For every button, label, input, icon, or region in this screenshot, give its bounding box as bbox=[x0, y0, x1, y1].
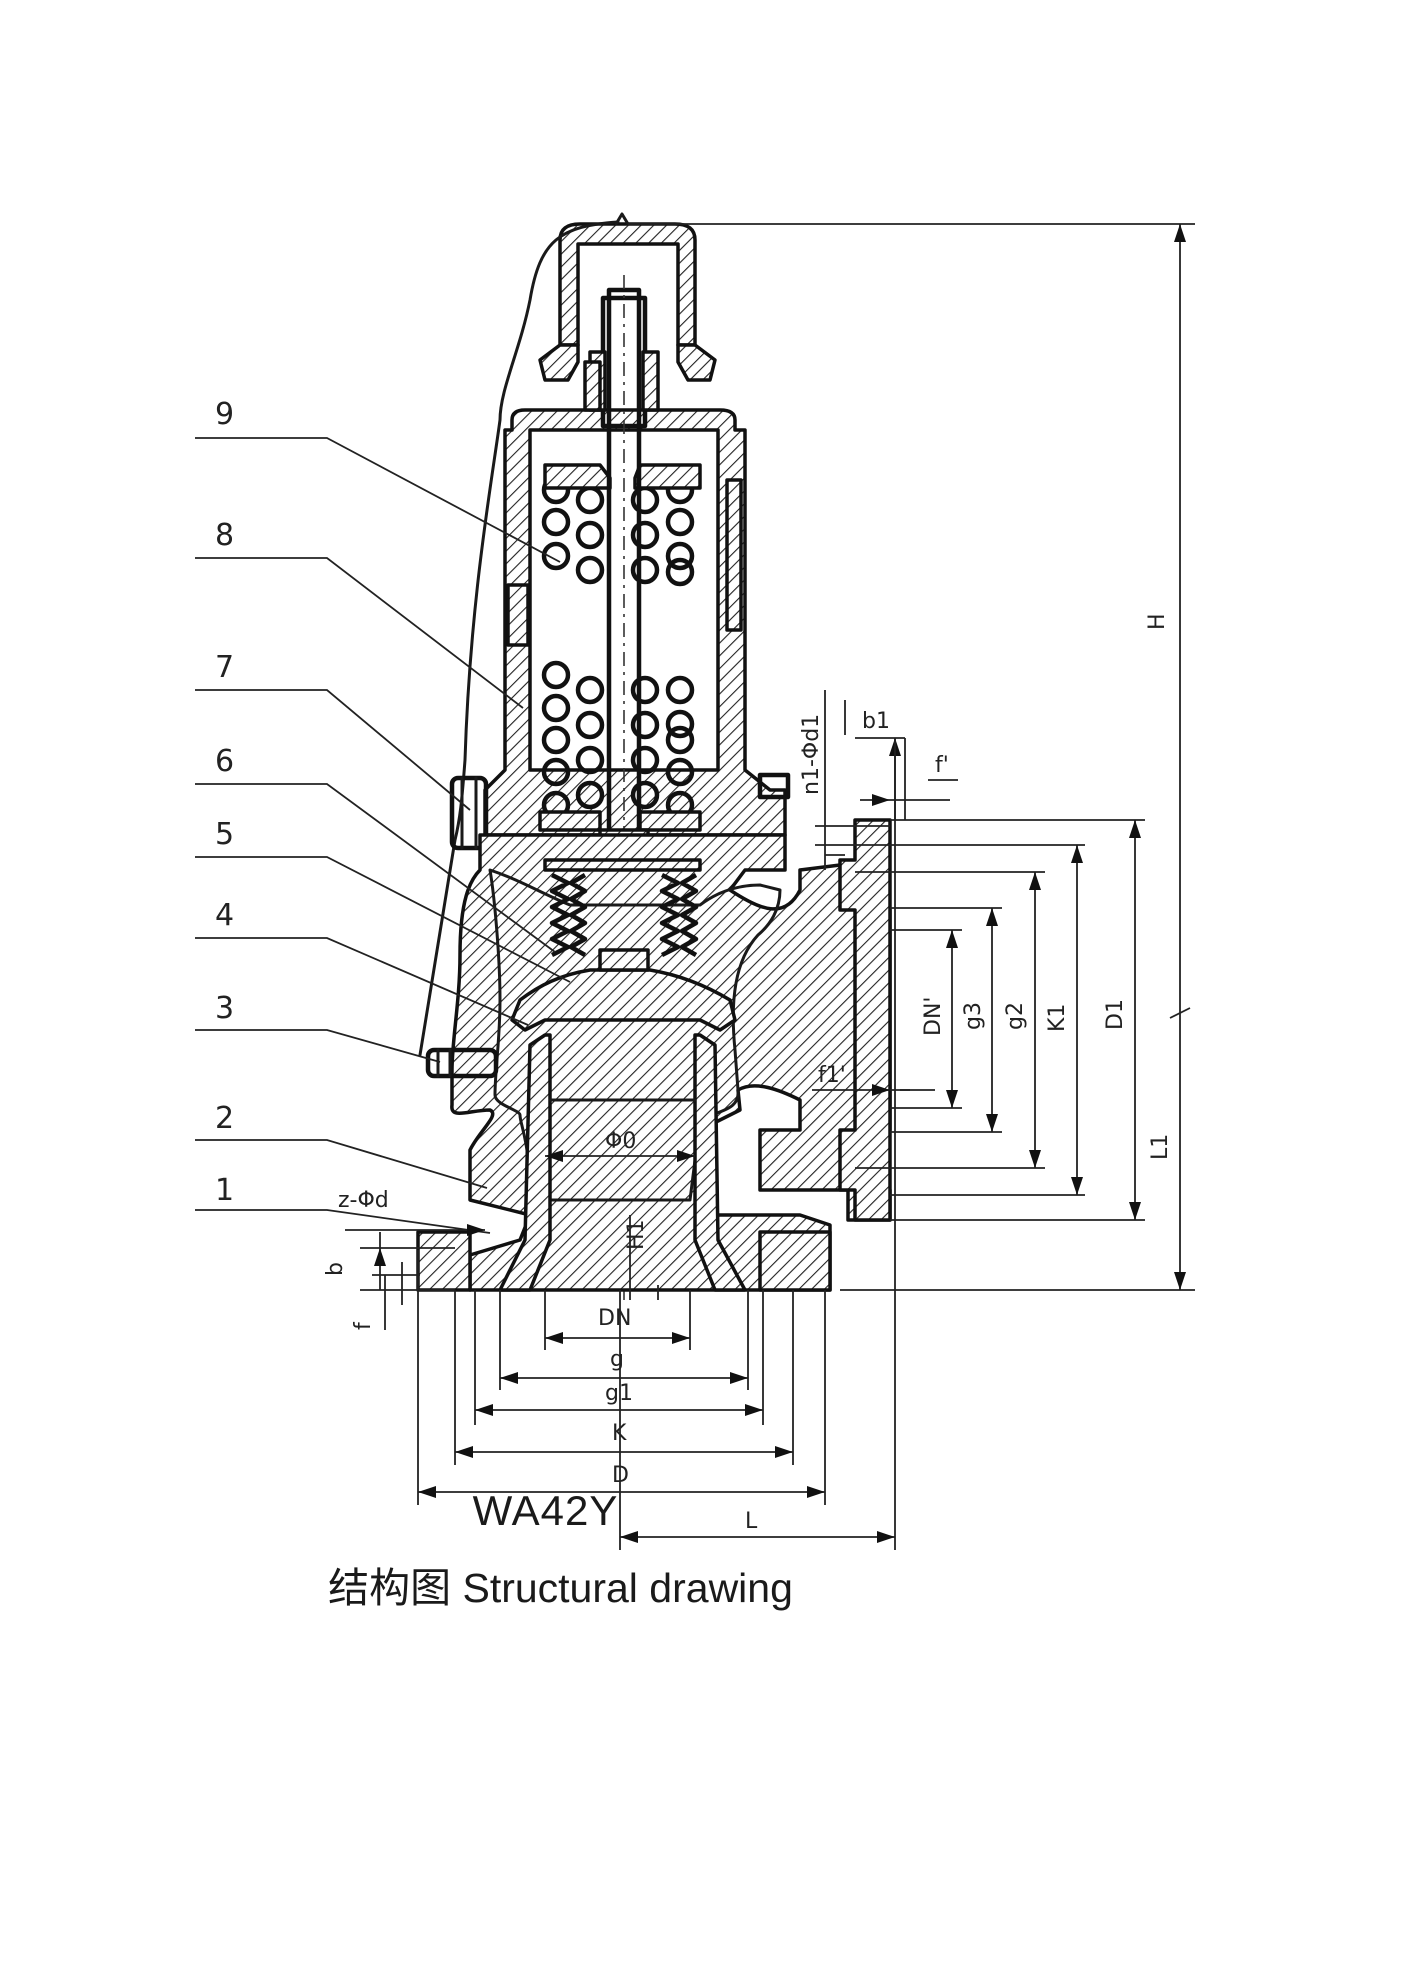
leader-lines bbox=[195, 437, 571, 1234]
spring bbox=[541, 475, 695, 820]
bellows-right bbox=[659, 872, 699, 958]
bonnet bbox=[483, 408, 787, 837]
dim-D1-outlet: D1 bbox=[1103, 999, 1128, 1030]
bonnet-bolt-left bbox=[449, 775, 489, 851]
bonnet-bolt-right bbox=[757, 772, 791, 800]
dim-K: K bbox=[612, 1421, 627, 1446]
part-number-2: 2 bbox=[215, 1101, 234, 1136]
dimension-lines-right bbox=[628, 223, 1195, 1550]
dim-D: D bbox=[612, 1463, 629, 1488]
upper-spring-seat bbox=[543, 463, 702, 490]
dimension-lines-bottom bbox=[345, 1150, 895, 1550]
part-number-1: 1 bbox=[215, 1173, 234, 1208]
nozzle bbox=[498, 1033, 747, 1292]
dim-Phi0: Φ0 bbox=[605, 1129, 636, 1154]
part-number-5: 5 bbox=[215, 817, 234, 852]
part-number-3: 3 bbox=[215, 991, 234, 1026]
lever-pin bbox=[425, 1047, 499, 1079]
part-number-6: 6 bbox=[215, 744, 234, 779]
valve-disc bbox=[510, 948, 737, 1032]
part-number-4: 4 bbox=[215, 898, 234, 933]
model-title: WA42Y bbox=[472, 1487, 619, 1534]
dim-L1: L1 bbox=[1148, 1134, 1173, 1160]
dim-H: H bbox=[1145, 613, 1170, 630]
dim-K1: K1 bbox=[1045, 1004, 1070, 1032]
part-number-7: 7 bbox=[215, 650, 234, 685]
dim-z-d: z-Φd bbox=[338, 1188, 389, 1213]
dim-g2: g2 bbox=[1003, 1002, 1028, 1030]
dim-b: b bbox=[323, 1262, 348, 1276]
part-number-9: 9 bbox=[215, 397, 234, 432]
dim-f-outlet: f1' bbox=[818, 1063, 846, 1088]
dim-DN: DN bbox=[598, 1306, 631, 1331]
dim-g3: g3 bbox=[961, 1002, 986, 1030]
drawing-caption: 结构图 Structural drawing bbox=[328, 1565, 793, 1611]
dim-n1-d1: n1-Φd1 bbox=[799, 714, 824, 795]
dim-g1: g1 bbox=[605, 1381, 633, 1406]
dim-b1: b1 bbox=[862, 709, 890, 734]
guide bbox=[543, 858, 702, 872]
dim-L: L bbox=[745, 1509, 758, 1534]
part-number-8: 8 bbox=[215, 518, 234, 553]
dim-DN-outlet: DN' bbox=[921, 997, 946, 1036]
dim-f: f bbox=[351, 1321, 376, 1330]
dim-H1: H1 bbox=[624, 1219, 649, 1250]
valve-cap bbox=[538, 212, 717, 382]
lead-seal-wire bbox=[418, 220, 620, 1057]
dim-f-prime: f' bbox=[935, 753, 949, 778]
dim-g: g bbox=[610, 1347, 624, 1372]
bellows-left bbox=[549, 872, 588, 958]
